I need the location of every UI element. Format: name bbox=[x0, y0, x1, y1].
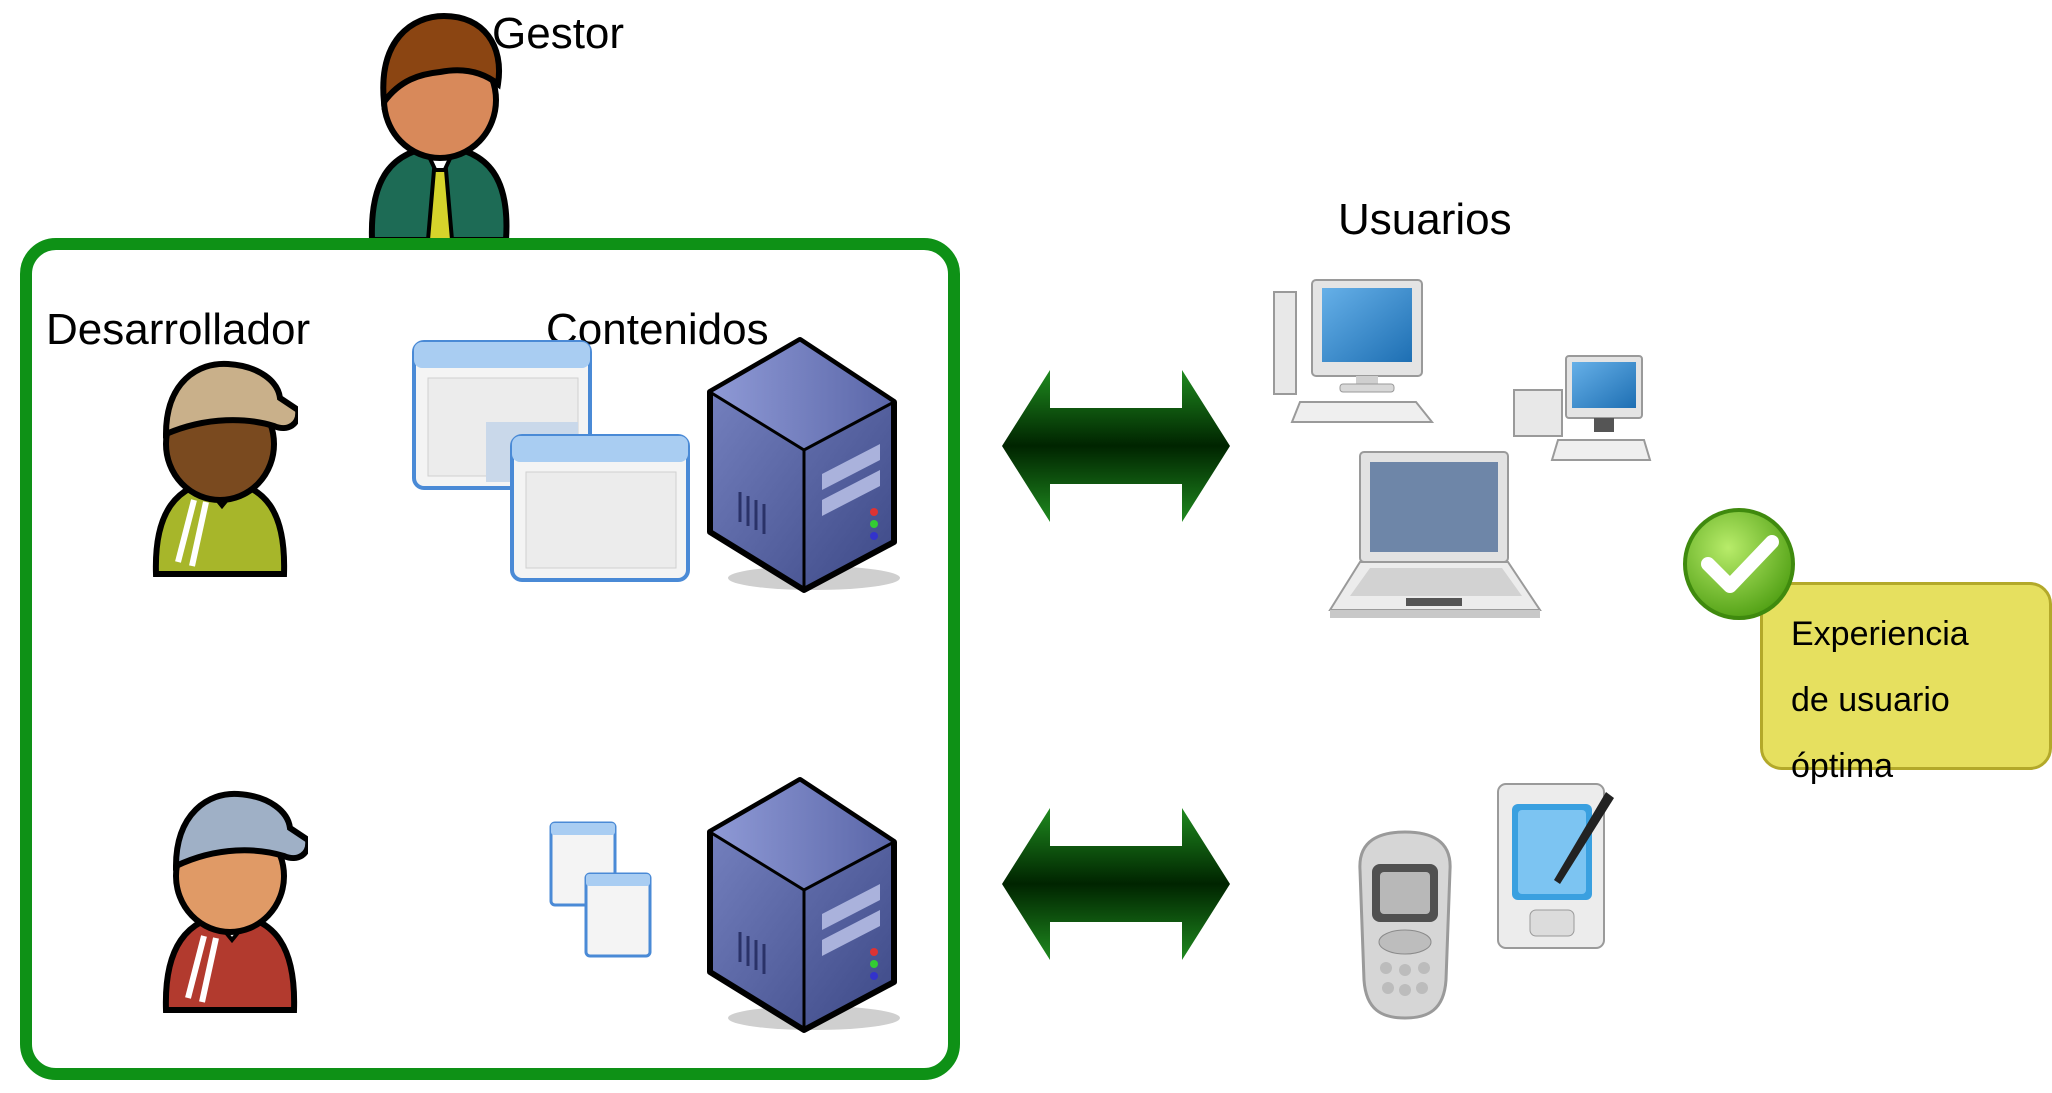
note-line: de usuario bbox=[1791, 681, 1950, 719]
developer-person-icon bbox=[148, 352, 298, 580]
desktop-computer-icon bbox=[1270, 278, 1440, 426]
manager-person-icon bbox=[360, 10, 520, 246]
organization-box bbox=[20, 238, 960, 1080]
developer-label: Desarrollador bbox=[46, 305, 311, 354]
laptop-icon bbox=[1326, 450, 1544, 622]
note-line: Experiencia bbox=[1791, 615, 1969, 653]
mobile-phone-icon bbox=[1350, 830, 1460, 1020]
bidirectional-arrow-icon bbox=[1000, 368, 1232, 524]
manager-label: Gestor bbox=[492, 9, 625, 58]
note-line: óptima bbox=[1791, 747, 1894, 785]
checkmark-icon bbox=[1680, 506, 1798, 622]
application-windows-icon bbox=[410, 338, 694, 584]
server-icon bbox=[704, 332, 904, 594]
server-icon bbox=[704, 772, 904, 1034]
developer-person-icon bbox=[158, 780, 308, 1016]
user-experience-note: Experiencia de usuario óptima bbox=[1760, 582, 2052, 785]
bidirectional-arrow-icon bbox=[1000, 806, 1232, 962]
pda-icon bbox=[1494, 780, 1620, 952]
users-label: Usuarios bbox=[1338, 195, 1512, 244]
desktop-computer-icon bbox=[1512, 354, 1652, 466]
application-windows-icon bbox=[548, 820, 654, 960]
